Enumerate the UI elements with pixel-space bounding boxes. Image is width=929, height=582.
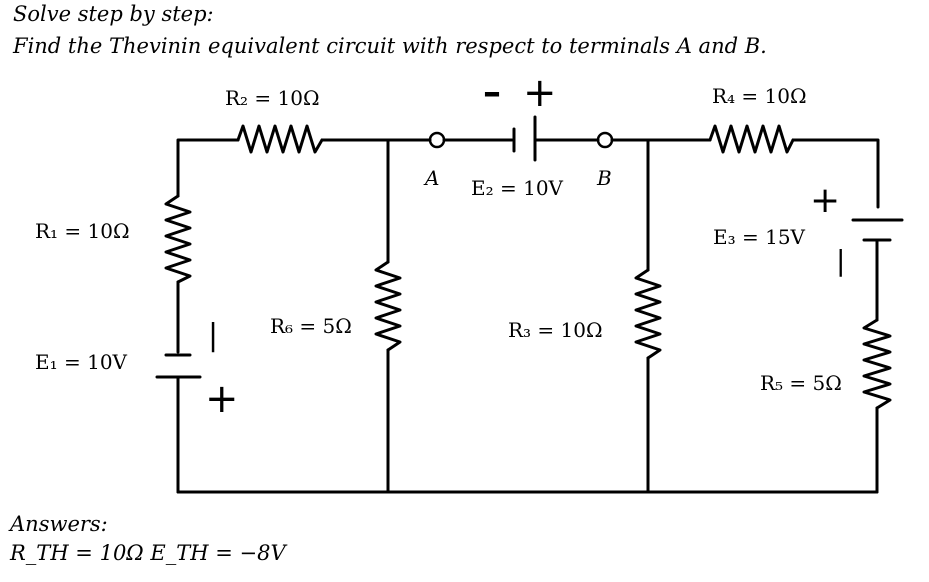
resistor-r5 [862, 318, 892, 410]
e1-plus-sign: + [205, 376, 239, 422]
label-e1: E₁ = 10V [35, 350, 127, 374]
wire-top-left [176, 138, 240, 198]
e3-plus-sign: + [810, 180, 841, 221]
label-r3: R₃ = 10Ω [508, 318, 603, 342]
e1-minus-sign: | [208, 318, 219, 353]
e3-minus-sign: | [836, 244, 846, 277]
label-terminal-b: B [597, 166, 612, 190]
label-e2: E₂ = 10V [471, 176, 563, 200]
label-r1: R₁ = 10Ω [35, 219, 130, 243]
terminal-a-node [428, 131, 446, 149]
label-r5: R₅ = 5Ω [760, 371, 842, 395]
resistor-r3 [634, 268, 662, 360]
label-r2: R₂ = 10Ω [225, 86, 320, 110]
label-r4: R₄ = 10Ω [712, 84, 807, 108]
problem-statement: Find the Thevinin equivalent circuit wit… [13, 34, 767, 58]
label-terminal-a: A [425, 166, 440, 190]
resistor-r1 [164, 194, 192, 284]
resistor-r2 [236, 124, 324, 154]
instruction-text: Solve step by step: [13, 2, 214, 26]
answers-heading: Answers: [10, 512, 108, 536]
e2-plus-sign: + [523, 70, 557, 116]
resistor-r4 [708, 124, 795, 154]
answers-result: R_TH = 10Ω E_TH = −8V [10, 541, 286, 565]
label-r6: R₆ = 5Ω [270, 314, 352, 338]
resistor-r6 [374, 260, 402, 352]
e2-minus-sign: – [483, 72, 501, 113]
label-e3: E₃ = 15V [713, 225, 805, 249]
terminal-b-node [596, 131, 614, 149]
wire-top-right [791, 138, 880, 209]
